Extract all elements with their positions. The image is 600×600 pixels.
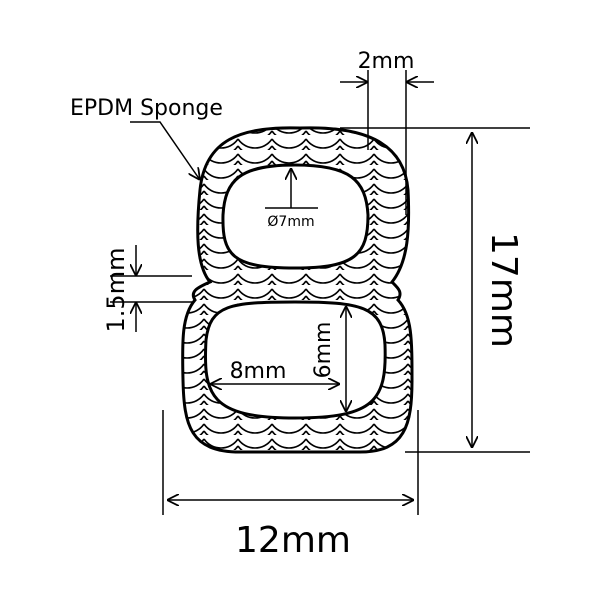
wall-thickness-label: 2mm bbox=[358, 49, 415, 74]
lower-hole-width-dimension: 8mm bbox=[210, 359, 340, 384]
material-label: EPDM Sponge bbox=[70, 96, 223, 121]
profile-body bbox=[181, 126, 414, 454]
hole-diameter-dimension: Ø7mm bbox=[265, 168, 318, 230]
height-label: 17mm bbox=[483, 232, 524, 348]
hole-diameter-label: Ø7mm bbox=[267, 214, 314, 230]
height-dimension: 17mm bbox=[340, 127, 530, 453]
waist-dimension: 1.5mm bbox=[102, 245, 192, 332]
lower-hole-height-dimension: 6mm bbox=[311, 306, 346, 412]
waist-label: 1.5mm bbox=[102, 248, 130, 333]
material-leader-line bbox=[130, 121, 200, 180]
lower-hole-height-label: 6mm bbox=[311, 322, 336, 379]
width-label: 12mm bbox=[235, 520, 351, 561]
width-dimension: 12mm bbox=[162, 410, 419, 561]
seal-profile bbox=[181, 126, 414, 454]
wall-thickness-dimension: 2mm bbox=[340, 49, 434, 215]
lower-hole-width-label: 8mm bbox=[230, 359, 287, 384]
